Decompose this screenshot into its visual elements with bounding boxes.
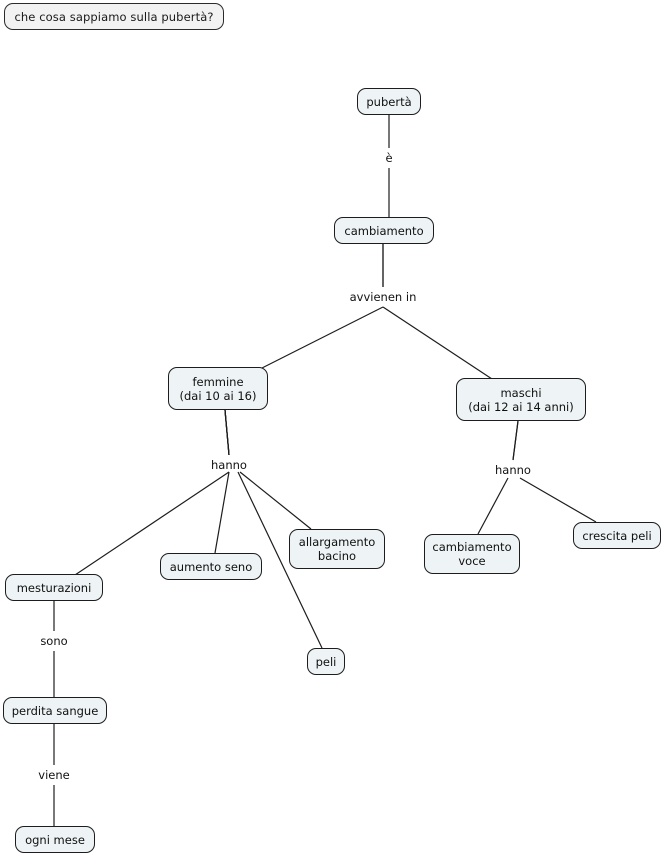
concept-node-maschi[interactable]: maschi (dai 12 ai 14 anni): [456, 378, 586, 421]
link-label-avvienen_in[interactable]: avvienen in: [349, 290, 417, 304]
edge-femmine-to-mesturazioni: [74, 409, 230, 576]
concept-node-crescita_peli[interactable]: crescita peli: [573, 522, 661, 549]
link-label-hanno_f[interactable]: hanno: [211, 458, 247, 472]
link-label-e[interactable]: è: [385, 151, 393, 165]
concept-node-mesturazioni[interactable]: mesturazioni: [5, 574, 103, 601]
map-title-box[interactable]: che cosa sappiamo sulla pubertà?: [4, 3, 224, 30]
concept-node-perdita[interactable]: perdita sangue: [3, 697, 107, 724]
link-label-hanno_m[interactable]: hanno: [495, 463, 531, 477]
concept-node-peli[interactable]: peli: [307, 648, 345, 675]
concept-node-allargamento[interactable]: allargamento bacino: [289, 529, 385, 569]
edge-cambiamento-to-maschi: [382, 244, 493, 380]
edge-maschi-to-camb_voce: [477, 420, 519, 535]
concept-node-femmine[interactable]: femmine (dai 10 ai 16): [168, 367, 268, 410]
concept-node-camb_voce[interactable]: cambiamento voce: [424, 534, 520, 574]
concept-node-ogni_mese[interactable]: ogni mese: [15, 826, 95, 853]
edge-cambiamento-to-femmine: [261, 244, 384, 369]
concept-node-aumento_seno[interactable]: aumento seno: [160, 553, 262, 580]
edge-femmine-to-aumento_seno: [214, 409, 230, 554]
concept-node-puberta[interactable]: pubertà: [357, 88, 421, 115]
link-label-sono[interactable]: sono: [40, 634, 68, 648]
concept-node-cambiamento[interactable]: cambiamento: [334, 217, 434, 244]
link-label-viene[interactable]: viene: [38, 768, 70, 782]
